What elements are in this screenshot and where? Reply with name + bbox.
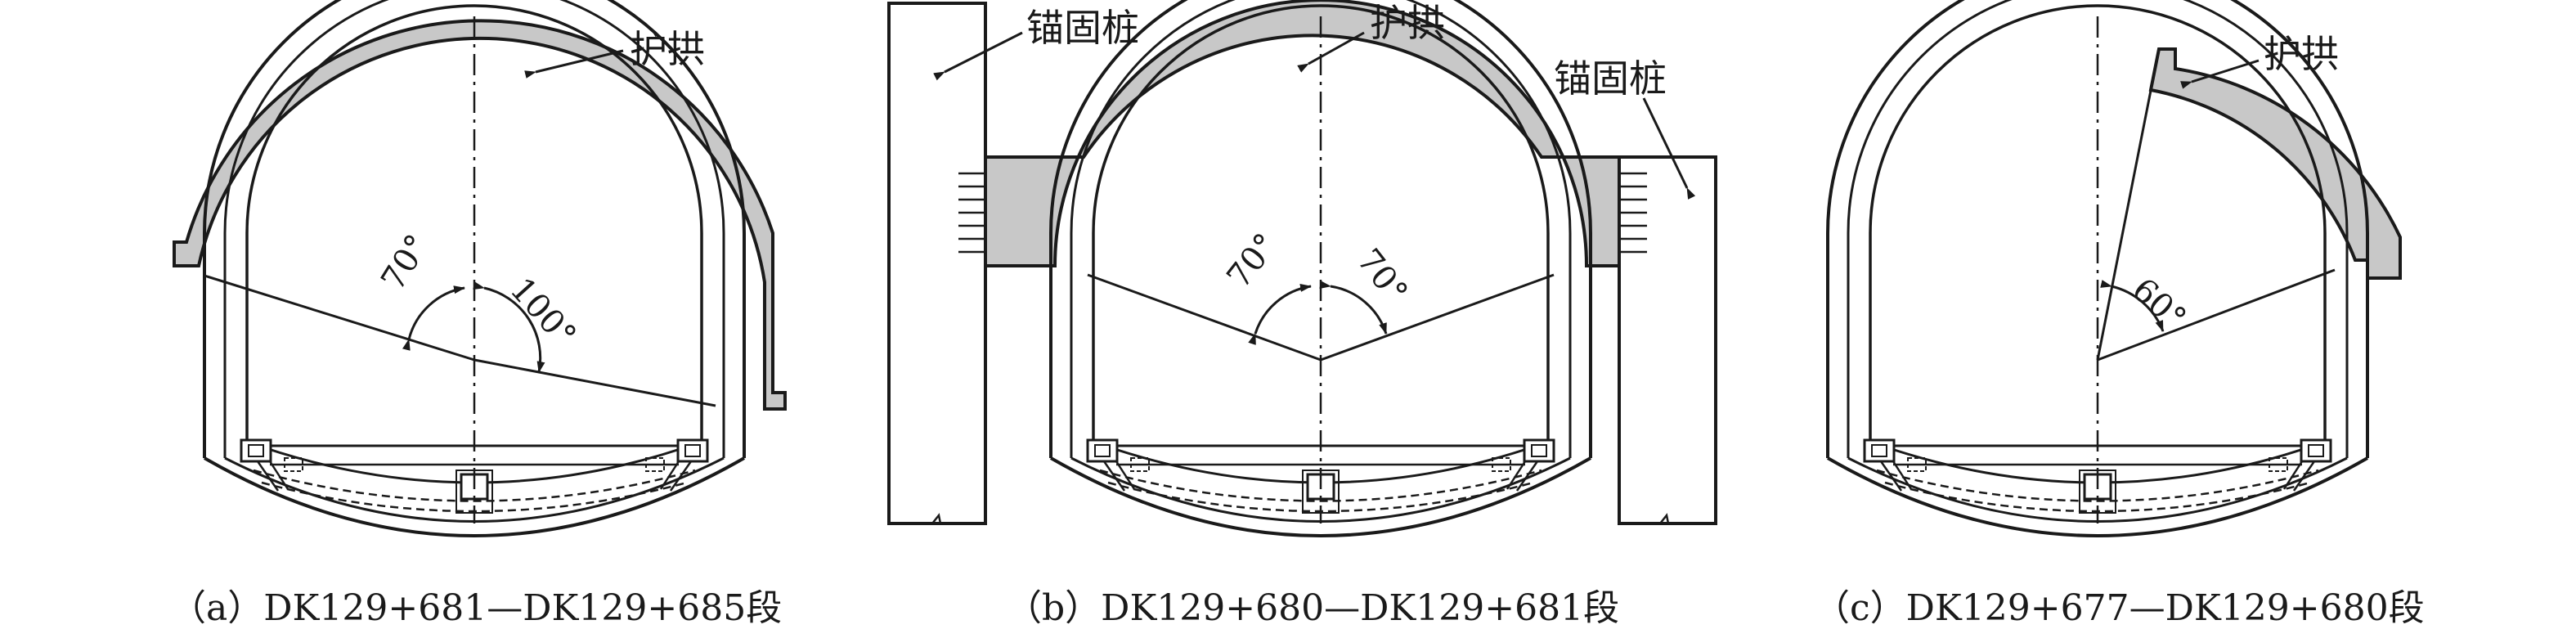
protective-arch-b	[984, 0, 1621, 267]
protective-arch-c	[2148, 47, 2402, 280]
panel-b: 70° 70° 锚固桩 护拱 锚固桩 （b）DK129+680—DK129+68…	[887, 0, 1717, 629]
protective-arch-a	[173, 19, 787, 411]
caption-b: （b）DK129+680—DK129+681段	[1006, 587, 1619, 629]
panel-c: 60° 护拱 （c）DK129+677—DK129+680段	[1814, 0, 2425, 629]
pile-label-left: 锚固桩	[1026, 6, 1139, 50]
caption-a: （a）DK129+681—DK129+685段	[170, 587, 782, 629]
caption-c: （c）DK129+677—DK129+680段	[1814, 587, 2425, 629]
angle-label: 70°	[1349, 242, 1415, 311]
angle-label: 100°	[503, 271, 584, 354]
pile-label-right: 锚固桩	[1554, 56, 1667, 101]
arch-label: 护拱	[2264, 32, 2339, 76]
angle-label: 70°	[1220, 227, 1286, 295]
anchor-bolts-left	[958, 172, 985, 254]
arch-label: 护拱	[630, 27, 705, 71]
anchor-bolts-right	[1619, 172, 1647, 254]
angle-label: 70°	[374, 228, 437, 298]
arch-label: 护拱	[1370, 1, 1445, 45]
anchor-pile-left	[887, 2, 987, 525]
panel-a: 70° 100° 护拱 （a）DK129+681—DK129+685段	[170, 0, 787, 629]
